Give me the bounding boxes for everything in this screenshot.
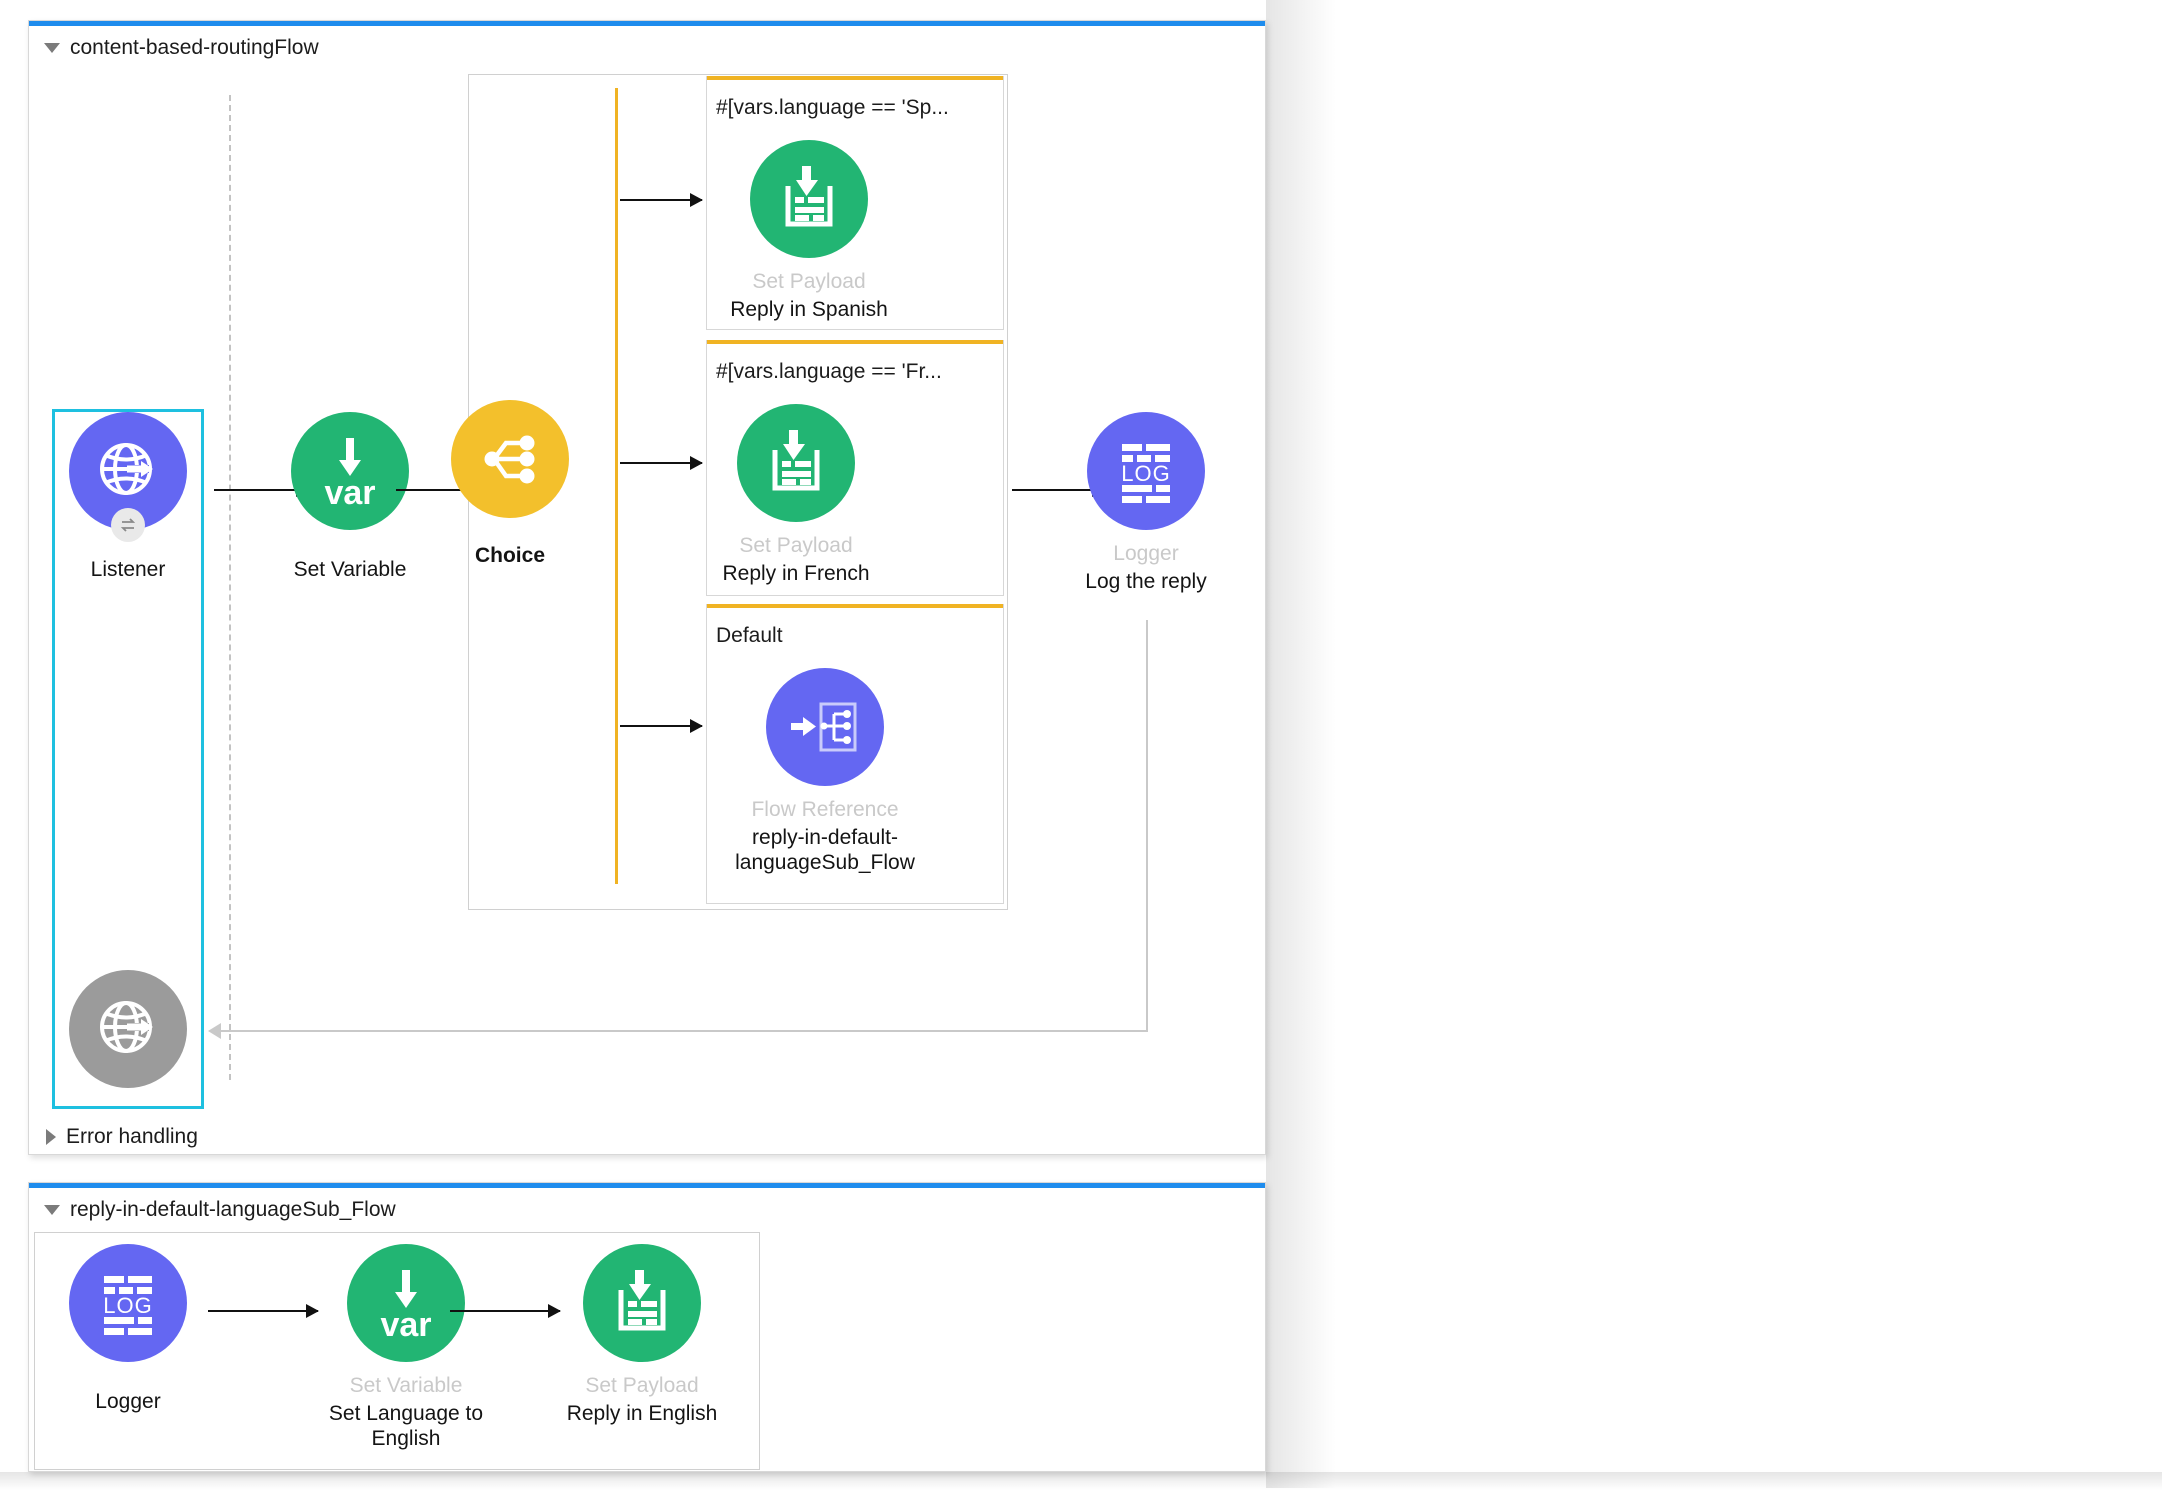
set-payload-name-2: Reply in French <box>722 561 870 585</box>
globe-arrow-icon <box>69 412 187 542</box>
set-payload-icon <box>737 404 855 522</box>
connector-listener-to-setvariable <box>214 489 308 491</box>
connector-setvariable-to-choice <box>396 489 490 491</box>
svg-text:LOG: LOG <box>103 1293 152 1318</box>
triangle-right-icon[interactable] <box>46 1129 56 1145</box>
main-flow-title: content-based-routingFlow <box>70 36 319 59</box>
choice-routing-line <box>615 88 618 884</box>
sub-logger-name: Logger <box>95 1390 161 1413</box>
sub-set-variable-name: Set Language to English <box>328 1401 484 1450</box>
return-path-vertical <box>1146 620 1148 1032</box>
connector-choice-to-branch-3 <box>620 725 702 727</box>
response-node[interactable] <box>48 970 208 1088</box>
sub-set-payload-name: Reply in English <box>566 1401 718 1425</box>
log-icon: LOG <box>1087 412 1205 530</box>
connector-subsetvariable-to-setpayload <box>450 1310 560 1312</box>
var-arrow-icon: var <box>291 412 409 530</box>
set-payload-node-2[interactable]: Set Payload Reply in French <box>716 404 876 587</box>
branch-condition-3: Default <box>716 624 783 647</box>
branch-accent-bar <box>707 604 1003 608</box>
branch-condition-1: #[vars.language == 'Sp... <box>716 96 949 119</box>
set-variable-node[interactable]: var Set Variable <box>270 412 430 583</box>
listener-connector-badge-icon <box>111 508 145 542</box>
triangle-down-icon[interactable] <box>44 1205 60 1215</box>
return-path-horizontal <box>220 1030 1148 1032</box>
sub-set-payload-node[interactable]: Set Payload Reply in English <box>562 1244 722 1427</box>
svg-text:var: var <box>324 474 375 512</box>
source-separator-dashed-line <box>229 95 231 1080</box>
sub-set-payload-type: Set Payload <box>585 1374 699 1397</box>
branch-condition-2: #[vars.language == 'Fr... <box>716 360 942 383</box>
sub-logger-node[interactable]: LOG Logger <box>48 1244 208 1415</box>
logger-node[interactable]: LOG Logger Log the reply <box>1066 412 1226 595</box>
set-payload-icon <box>750 140 868 258</box>
error-handling-label: Error handling <box>66 1125 198 1148</box>
sub-flow-title: reply-in-default-languageSub_Flow <box>70 1198 396 1221</box>
connector-choice-to-logger <box>1012 489 1104 491</box>
flow-reference-icon <box>766 668 884 786</box>
logger-name: Log the reply <box>1085 569 1207 593</box>
connector-choice-to-branch-1 <box>620 199 702 201</box>
var-arrow-icon: var <box>347 1244 465 1362</box>
svg-text:var: var <box>380 1306 431 1344</box>
set-payload-icon <box>583 1244 701 1362</box>
branch-accent-bar <box>707 340 1003 344</box>
choice-node[interactable]: Choice <box>430 400 590 569</box>
listener-name: Listener <box>90 558 166 581</box>
log-icon: LOG <box>69 1244 187 1362</box>
set-variable-name: Set Variable <box>293 558 407 581</box>
logger-type: Logger <box>1113 542 1179 565</box>
choice-name: Choice <box>474 544 545 567</box>
flow-reference-name: reply-in-default-languageSub_Flow <box>735 825 915 874</box>
listener-selection-box[interactable] <box>52 409 204 1109</box>
flow-reference-node[interactable]: Flow Reference reply-in-default-language… <box>735 668 915 875</box>
svg-text:LOG: LOG <box>1121 461 1170 486</box>
return-path-arrowhead <box>208 1023 221 1039</box>
sub-set-variable-node[interactable]: var Set Variable Set Language to English <box>326 1244 486 1451</box>
set-payload-node-1[interactable]: Set Payload Reply in Spanish <box>729 140 889 323</box>
sub-flow-header[interactable]: reply-in-default-languageSub_Flow <box>44 1198 396 1222</box>
set-payload-name-1: Reply in Spanish <box>730 297 888 321</box>
error-handling-header[interactable]: Error handling <box>46 1125 198 1149</box>
set-payload-type-1: Set Payload <box>752 270 866 293</box>
canvas-bottom-shadow <box>0 1472 2162 1490</box>
set-payload-type-2: Set Payload <box>739 534 853 557</box>
choice-branch-icon <box>451 400 569 518</box>
flow-reference-type: Flow Reference <box>751 798 899 821</box>
main-flow-header[interactable]: content-based-routingFlow <box>44 36 319 60</box>
flow-accent-bar <box>29 1183 1265 1188</box>
globe-arrow-icon <box>69 970 187 1088</box>
triangle-down-icon[interactable] <box>44 43 60 53</box>
canvas-right-shadow <box>1266 0 1336 1488</box>
listener-node[interactable]: Listener <box>48 412 208 583</box>
sub-set-variable-type: Set Variable <box>349 1374 463 1397</box>
branch-accent-bar <box>707 76 1003 80</box>
connector-sublogger-to-setvariable <box>208 1310 318 1312</box>
flow-accent-bar <box>29 21 1265 26</box>
connector-choice-to-branch-2 <box>620 462 702 464</box>
